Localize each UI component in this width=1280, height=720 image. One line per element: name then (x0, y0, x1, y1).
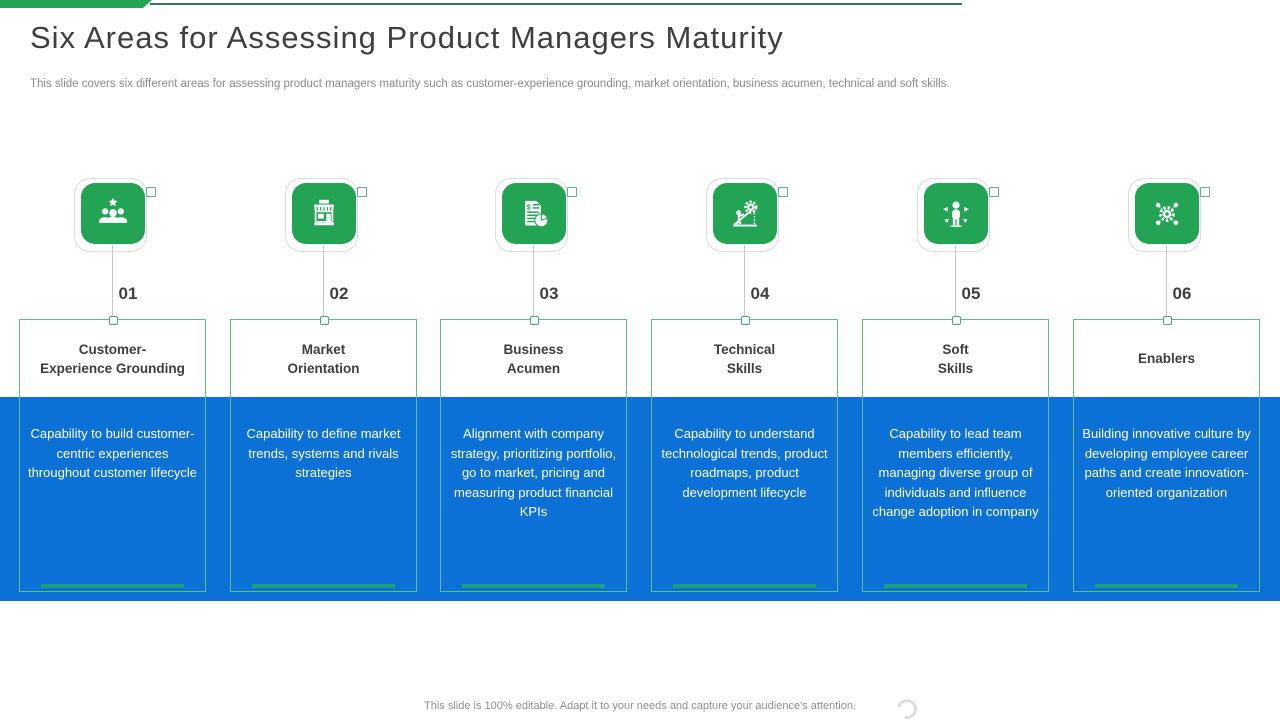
connector-dot (951, 316, 961, 325)
area-title: Soft Skills (937, 341, 974, 376)
accent-underline (1095, 584, 1238, 588)
area-title: Business Acumen (503, 341, 564, 376)
accent-underline (252, 584, 395, 588)
storefront-icon (291, 183, 356, 244)
area-card: Technical Skills Capability to understan… (651, 316, 838, 592)
description-band (0, 397, 1280, 601)
area-card: Business Acumen Alignment with company s… (440, 316, 627, 592)
area-description: Building innovative culture by developin… (1082, 426, 1251, 500)
area-number: 04 (750, 284, 770, 303)
top-accent-bar (0, 0, 152, 8)
accent-underline (884, 584, 1027, 588)
area-card: Soft Skills Capability to lead team memb… (862, 316, 1049, 592)
area-description: Capability to lead team members efficien… (872, 426, 1039, 519)
page-title: Six Areas for Assessing Product Managers… (30, 20, 784, 55)
area-number: 06 (1172, 284, 1192, 303)
footer-note: This slide is 100% editable. Adapt it to… (424, 700, 856, 712)
connector-line (111, 245, 113, 319)
connector-dot (740, 316, 750, 325)
gear-climb-icon (712, 183, 777, 244)
connector-dot (108, 316, 118, 325)
area-description: Capability to build customer-centric exp… (27, 426, 198, 480)
area-card: Customer- Experience Grounding Capabilit… (19, 316, 206, 592)
connector-dot (319, 316, 329, 325)
connector-line (1165, 245, 1167, 319)
area-column-1: 01 Customer- Experience Grounding Capabi… (19, 178, 206, 592)
innovation-network-icon (1134, 183, 1199, 244)
selection-handle-icon (1199, 187, 1210, 197)
connector-line (743, 245, 745, 319)
connector-line (322, 245, 324, 319)
area-description: Alignment with company strategy, priorit… (450, 426, 617, 519)
svg-text:$: $ (526, 202, 530, 211)
accent-underline (462, 584, 605, 588)
selection-handle-icon (145, 187, 156, 197)
area-title: Technical Skills (713, 341, 776, 376)
area-column-5: 05 Soft Skills Capability to lead team m… (862, 178, 1049, 592)
connector-line (532, 245, 534, 319)
selection-handle-icon (356, 187, 367, 197)
person-influence-icon (923, 183, 988, 244)
team-star-icon (80, 183, 145, 244)
area-card: Market Orientation Capability to define … (230, 316, 417, 592)
selection-handle-icon (777, 187, 788, 197)
area-title: Market Orientation (287, 341, 360, 376)
area-number: 01 (118, 284, 138, 303)
area-title: Customer- Experience Grounding (40, 341, 185, 376)
connector-line (954, 245, 956, 319)
accent-underline (673, 584, 816, 588)
area-column-2: 02 Market Orientation Capability to defi… (230, 178, 417, 592)
area-number: 05 (961, 284, 981, 303)
area-card: Enablers Building innovative culture by … (1073, 316, 1260, 592)
selection-handle-icon (988, 187, 999, 197)
area-column-6: 06 Enablers Building innovative culture … (1073, 178, 1260, 592)
page-subtitle: This slide covers six different areas fo… (30, 78, 950, 90)
connector-dot (529, 316, 539, 325)
financial-report-icon: $ (501, 183, 566, 244)
area-column-4: 04 Technical Skills Capability to unders… (651, 178, 838, 592)
accent-underline (41, 584, 184, 588)
top-accent-line (150, 3, 962, 5)
area-title: Enablers (1137, 351, 1196, 366)
area-description: Capability to understand technological t… (661, 426, 828, 500)
area-column-3: $ 03 Business Acumen Alignment with comp… (440, 178, 627, 592)
area-number: 03 (539, 284, 559, 303)
selection-handle-icon (566, 187, 577, 197)
area-number: 02 (329, 284, 349, 303)
area-description: Capability to define market trends, syst… (246, 426, 401, 480)
connector-dot (1162, 316, 1172, 325)
